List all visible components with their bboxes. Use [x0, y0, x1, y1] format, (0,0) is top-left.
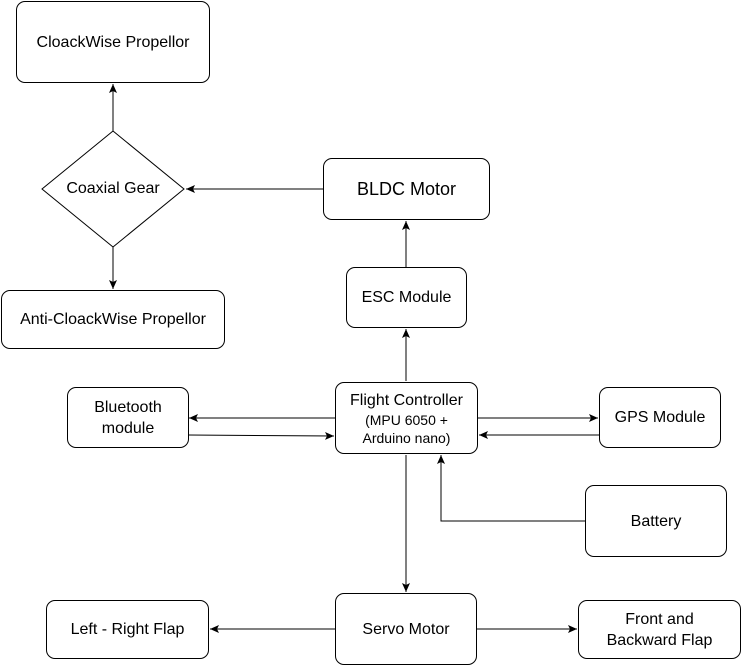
coaxial-gear-label: Coaxial Gear [66, 180, 160, 197]
bluetooth-module-node: Bluetooth module [67, 387, 189, 448]
flight-controller-line2: (MPU 6050 + [365, 411, 448, 428]
front-backward-flap-line1: Front and [625, 610, 694, 628]
cw-propeller-node: CloackWise Propellor [16, 1, 210, 83]
bldc-motor-label: BLDC Motor [356, 178, 457, 199]
front-backward-flap-line2: Backward Flap [606, 631, 713, 649]
servo-motor-node: Servo Motor [335, 593, 477, 665]
bluetooth-line2: module [101, 419, 155, 437]
flight-controller-line3: Arduino nano) [362, 429, 451, 446]
bldc-motor-node: BLDC Motor [323, 158, 490, 220]
flight-controller-title: Flight Controller [350, 391, 463, 409]
acw-propeller-label: Anti-CloackWise Propellor [20, 311, 206, 328]
acw-propeller-node: Anti-CloackWise Propellor [1, 290, 225, 349]
edge-battery-to-fc [437, 455, 585, 522]
servo-motor-label: Servo Motor [362, 620, 450, 638]
flight-controller-node: Flight Controller (MPU 6050 + Arduino na… [335, 382, 478, 454]
bluetooth-line1: Bluetooth [94, 398, 162, 416]
gps-module-node: GPS Module [599, 387, 721, 448]
left-right-flap-label: Left - Right Flap [70, 621, 185, 638]
esc-module-label: ESC Module [361, 289, 452, 306]
front-backward-flap-node: Front and Backward Flap [578, 600, 741, 659]
battery-node: Battery [585, 485, 727, 557]
left-right-flap-node: Left - Right Flap [46, 600, 209, 659]
edge-bluetooth-to-fc [187, 431, 335, 440]
cw-propeller-label: CloackWise Propellor [36, 33, 190, 51]
esc-module-node: ESC Module [346, 267, 467, 328]
battery-label: Battery [630, 512, 682, 530]
gps-module-label: GPS Module [614, 409, 706, 426]
